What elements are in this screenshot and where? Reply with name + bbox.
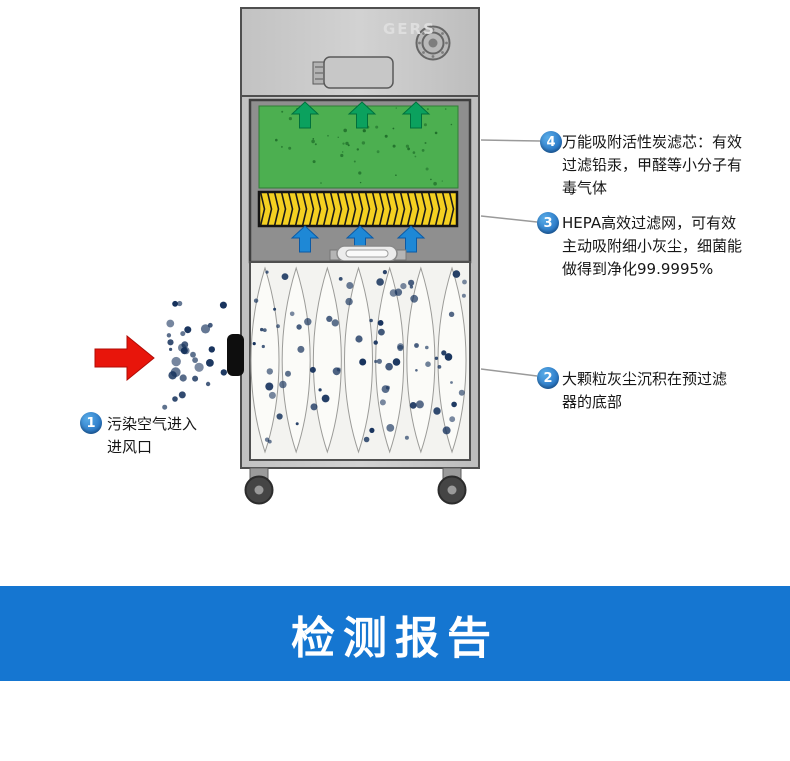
door-handle	[329, 245, 407, 262]
callout-badge-3: 3	[537, 212, 559, 234]
callout-badge-4: 4	[540, 131, 562, 153]
casters	[244, 467, 467, 505]
callout-badge-1: 1	[80, 412, 102, 434]
carbon-speckles	[275, 107, 453, 186]
callout-line: 污染空气进入	[107, 415, 198, 433]
motor-box	[312, 56, 394, 89]
callout-badge-2: 2	[537, 367, 559, 389]
pollution-dots	[162, 300, 227, 410]
report-banner-title: 检测报告	[291, 612, 499, 664]
filter-door	[248, 98, 472, 264]
callout-line: 大颗粒灰尘沉积在预过滤	[562, 370, 728, 388]
hepa-filter-panel	[257, 190, 459, 228]
callout-text-hepa: HEPA高效过滤网，可有效 主动吸附细小灰尘，细菌能 做得到净化99.9995%	[562, 212, 742, 281]
callout-line: HEPA高效过滤网，可有效	[562, 214, 737, 232]
callout-text-prefilter: 大颗粒灰尘沉积在预过滤 器的底部	[562, 368, 727, 414]
callout-line: 器的底部	[562, 393, 623, 411]
callout-connector-lines	[480, 139, 541, 377]
prefilter-panel	[249, 261, 471, 461]
callout-text-carbon: 万能吸附活性炭滤芯：有效 过滤铅汞，甲醛等小分子有 毒气体	[562, 131, 742, 200]
callout-line: 主动吸附细小灰尘，细菌能	[562, 237, 743, 255]
callout-line: 做得到净化99.9995%	[562, 260, 714, 278]
callout-line: 毒气体	[562, 179, 608, 197]
callout-line: 过滤铅汞，甲醛等小分子有	[562, 156, 743, 174]
prefilter-dots	[252, 270, 467, 444]
air-purifier-diagram	[94, 7, 541, 505]
callout-text-inlet: 污染空气进入 进风口	[107, 413, 197, 459]
report-banner: 检测报告	[0, 586, 790, 681]
carbon-filter-up-arrows	[290, 101, 431, 129]
brand-watermark: GERS	[383, 20, 436, 38]
prefilter-spindles	[250, 266, 467, 454]
callout-line: 万能吸附活性炭滤芯：有效	[562, 133, 743, 151]
inlet-nozzle	[227, 334, 244, 376]
callout-line: 进风口	[107, 438, 153, 456]
airflow-in-arrow	[94, 334, 155, 382]
fan-vent-icon	[415, 25, 451, 61]
